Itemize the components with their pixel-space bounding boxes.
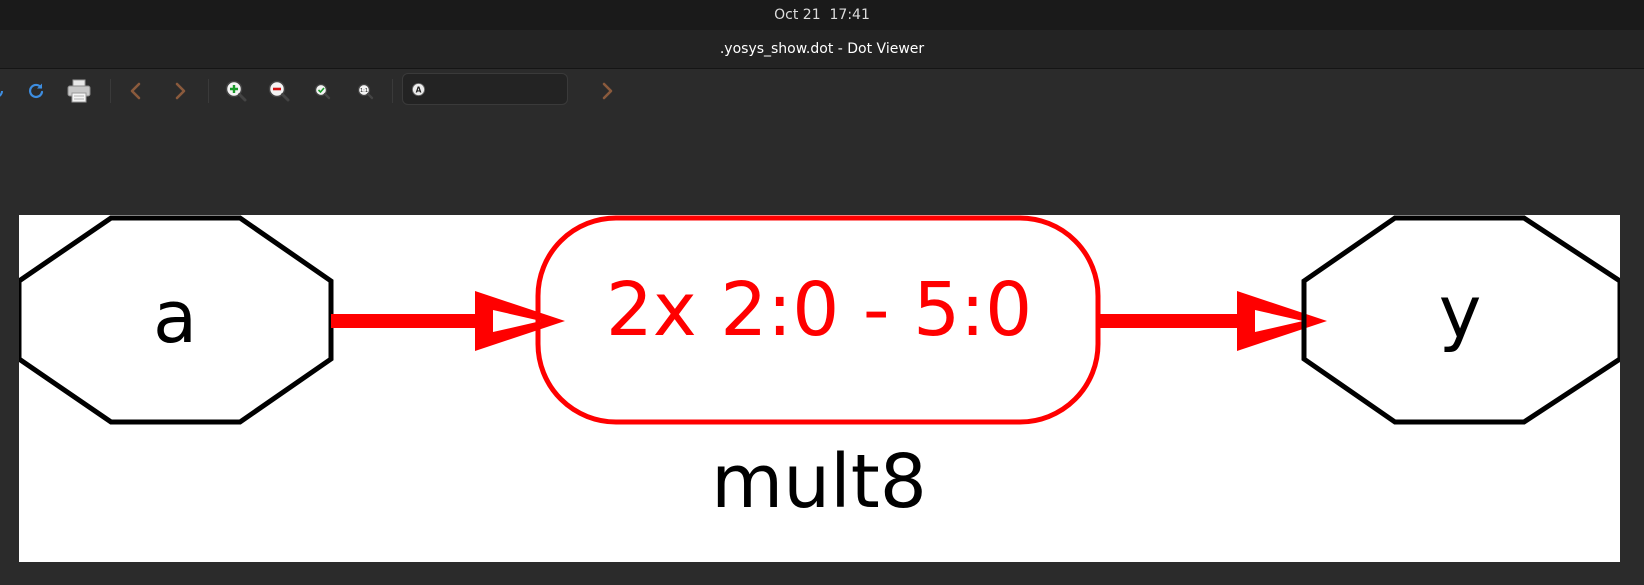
svg-text:1:1: 1:1: [360, 88, 368, 94]
zoom-in-icon[interactable]: [220, 75, 252, 107]
output-node-shape[interactable]: [1301, 215, 1620, 425]
forward-icon[interactable]: [164, 75, 196, 107]
zoom-fit-icon[interactable]: [306, 75, 338, 107]
input-node-label: a: [153, 275, 197, 359]
toolbar-separator: [392, 79, 393, 103]
module-label: mult8: [711, 439, 927, 525]
output-node-label: y: [1439, 270, 1482, 354]
toolbar: 1:1 A: [0, 69, 1644, 113]
search-input[interactable]: A: [402, 73, 568, 105]
toolbar-separator: [110, 79, 111, 103]
system-top-bar: Oct 21 17:41: [0, 0, 1644, 30]
zoom-100-icon[interactable]: 1:1: [349, 75, 381, 107]
print-icon[interactable]: [63, 75, 95, 107]
back-icon[interactable]: [120, 75, 152, 107]
input-node-shape[interactable]: [19, 215, 334, 425]
window-title: .yosys_show.dot - Dot Viewer: [719, 41, 925, 57]
graph-canvas[interactable]: a 2x 2:0 - 5:0 y mult8: [19, 215, 1620, 562]
clock[interactable]: Oct 21 17:41: [774, 7, 870, 23]
arrowhead-input-inner: [493, 310, 541, 332]
zoom-out-icon[interactable]: [263, 75, 295, 107]
arrowhead-output-inner: [1255, 310, 1303, 332]
svg-text:A: A: [416, 85, 422, 94]
reload-icon[interactable]: [20, 75, 52, 107]
find-icon: A: [411, 82, 426, 97]
chevron-right-icon[interactable]: [591, 75, 623, 107]
cell-node-label: 2x 2:0 - 5:0: [606, 267, 1032, 353]
window-title-bar[interactable]: .yosys_show.dot - Dot Viewer: [0, 30, 1644, 69]
toolbar-separator: [208, 79, 209, 103]
open-icon[interactable]: [0, 75, 12, 107]
graph-svg: a 2x 2:0 - 5:0 y mult8: [19, 215, 1620, 525]
